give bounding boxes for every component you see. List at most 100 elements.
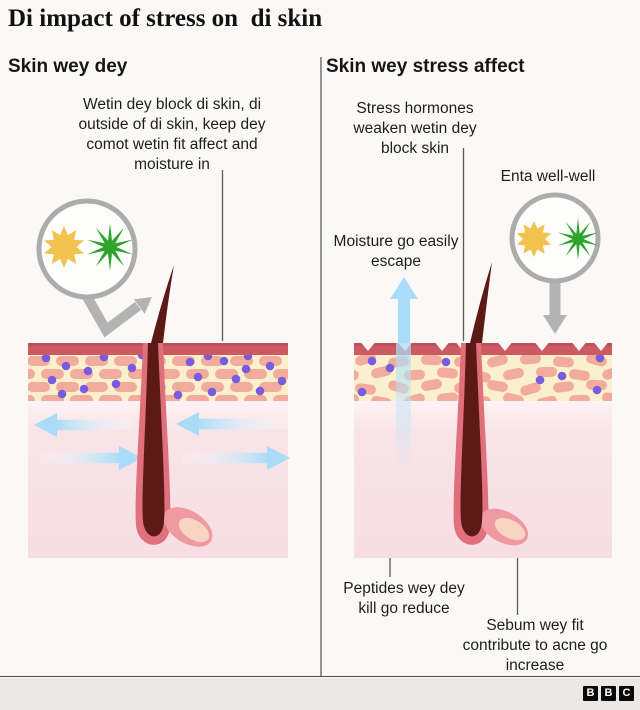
peptide-dot (61, 361, 71, 371)
hair-follicle (453, 262, 529, 546)
annotation-stress-hormones: Stress hormones weaken wetin dey block s… (353, 100, 477, 157)
hair-shaft (470, 262, 492, 343)
skin-cell (41, 395, 64, 401)
annotation-moisture-escape: Moisture go easily escape (333, 233, 459, 270)
hair-follicle (135, 265, 213, 547)
irritant-magnifier (509, 192, 601, 334)
skin-cell (28, 382, 50, 392)
peptide-dot (47, 375, 57, 385)
skin-cell (99, 395, 122, 401)
skin-cell (503, 392, 524, 401)
skin-cell (437, 367, 458, 379)
skin-cell (215, 395, 238, 401)
sebaceous-gland-core (178, 517, 210, 543)
skin-cell (569, 394, 590, 401)
deflected-arrow-head (133, 297, 152, 314)
magnifier-circle (36, 198, 138, 300)
peptide-dot (79, 384, 89, 394)
allergen-star-icon (44, 226, 84, 268)
skin-cell (172, 382, 195, 392)
moisture-escape-arrow (390, 277, 418, 471)
moisture-arrow-stem (182, 452, 267, 464)
up-arrow-stem (398, 298, 410, 343)
skin-cell (487, 380, 508, 392)
bbc-logo: B B C (583, 685, 634, 701)
moisture-band (396, 343, 411, 471)
deflected-arrow-icon (81, 292, 141, 338)
peptide-dot (231, 374, 241, 384)
skin-cell (553, 381, 574, 393)
skin-cell (215, 369, 238, 379)
skin-cell (536, 395, 557, 401)
barrier-crack (361, 342, 375, 351)
footer: B B C (0, 677, 640, 710)
moisture-arrow-stem (199, 418, 288, 430)
skin-cell (259, 356, 282, 366)
skin-cell (85, 382, 108, 392)
skin-cell (273, 369, 288, 379)
skin-cell (56, 356, 79, 366)
moisture-arrow-left-icon (34, 413, 57, 437)
skin-cell (28, 395, 35, 401)
moisture-arrows (34, 412, 290, 470)
barrier-crack (572, 342, 586, 351)
skin-cell (487, 354, 508, 368)
skin-cell (421, 379, 442, 391)
peptide-dot (367, 356, 377, 366)
irritant-burst-icon (87, 223, 133, 271)
hair-shaft (151, 265, 174, 343)
peptide-dot (185, 357, 195, 367)
irritant-magnifier (36, 198, 152, 338)
hair-root (142, 343, 165, 537)
skin-cell (273, 395, 288, 401)
barrier-crack (594, 342, 608, 351)
footer-rule (0, 676, 640, 678)
allergen-star-icon (516, 221, 552, 257)
bbc-logo-letter: C (619, 685, 634, 701)
skin-cell (569, 369, 590, 381)
skin-cell (114, 356, 137, 366)
left-section-header: Skin wey dey (8, 56, 128, 77)
annotation-sebum-acne: Sebum wey fit contribute to acne go incr… (462, 617, 608, 674)
peptide-dot (57, 389, 67, 399)
moisture-arrow-stem (40, 452, 119, 464)
bbc-logo-letter: B (583, 685, 598, 701)
peptide-dot (219, 356, 229, 366)
skin-cell (56, 382, 79, 392)
peptide-dot (265, 361, 275, 371)
peptide-dot (557, 371, 567, 381)
right-section-header: Skin wey stress affect (326, 56, 525, 77)
peptide-dot (535, 375, 545, 385)
barrier-crack (498, 342, 512, 351)
skin-cell (244, 369, 267, 379)
skin-cell (186, 395, 209, 401)
skin-cell (201, 382, 224, 392)
irritant-burst-icon (558, 218, 598, 260)
skin-cell (421, 354, 442, 366)
skin-cell (28, 369, 35, 379)
skin-cell (230, 382, 253, 392)
peptide-dot (255, 386, 265, 396)
skin-cell (244, 395, 267, 401)
healthy-skin-illustration (28, 170, 290, 558)
peptide-dot (173, 390, 183, 400)
peptide-dot (357, 387, 367, 397)
moisture-arrow-stem (57, 419, 133, 431)
skin-cell (536, 366, 557, 378)
page-title: Di impact of stress on di skin (8, 5, 323, 32)
moisture-arrow-right-icon (267, 446, 290, 470)
sebaceous-gland-core (494, 517, 526, 541)
barrier-crack (535, 342, 549, 351)
peptide-dot (385, 363, 395, 373)
skin-cell (259, 382, 282, 392)
up-arrow-icon (390, 277, 418, 299)
skin-cell (99, 369, 122, 379)
bbc-logo-letter: B (601, 685, 616, 701)
peptide-dot (277, 376, 287, 386)
peptide-dot (41, 353, 51, 363)
skin-barrier-strip-edge (354, 343, 612, 346)
peptide-dot (207, 387, 217, 397)
barrier-crack (435, 342, 449, 351)
moisture-arrow-left-icon (176, 412, 199, 436)
